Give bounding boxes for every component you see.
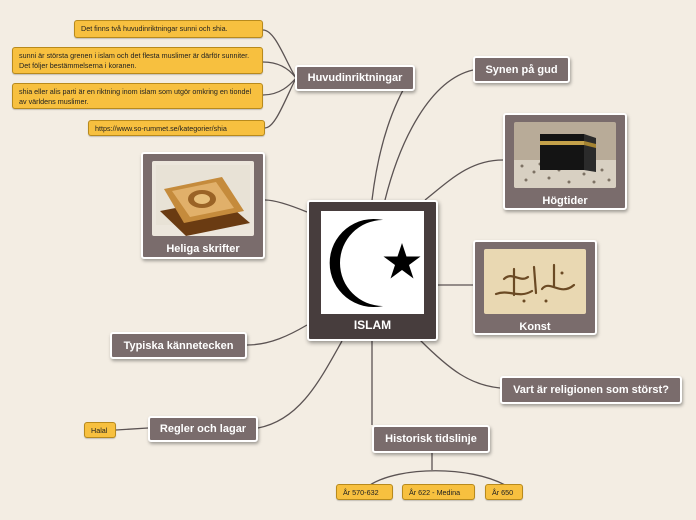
kaaba-image (514, 122, 616, 188)
heliga-label: Heliga skrifter (166, 243, 239, 255)
calligraphy-image (484, 249, 586, 314)
branch-regler-och-lagar[interactable]: Regler och lagar (148, 416, 258, 442)
timeline-item: År 622 - Medina (402, 484, 475, 500)
note-so-rummet-link[interactable]: https://www.so-rummet.se/kategorier/shia (88, 120, 265, 136)
center-title: ISLAM (309, 318, 436, 332)
crescent-star-icon (321, 211, 424, 314)
note-shia: shia eller alis parti är en riktning ino… (12, 83, 263, 109)
timeline-item: År 650 (485, 484, 523, 500)
branch-konst[interactable]: Konst (473, 240, 597, 335)
konst-label: Konst (519, 321, 550, 333)
branch-heliga-skrifter[interactable]: Heliga skrifter (141, 152, 265, 259)
timeline-item: År 570-632 (336, 484, 393, 500)
note-sunni: sunni är största grenen i islam och det … (12, 47, 263, 74)
branch-typiska-kannetecken[interactable]: Typiska kännetecken (110, 332, 247, 359)
branch-synen-pa-gud[interactable]: Synen på gud (473, 56, 570, 83)
branch-vart-ar-religionen[interactable]: Vart är religionen som störst? (500, 376, 682, 404)
branch-huvudinriktningar[interactable]: Huvudinriktningar (295, 65, 415, 91)
branch-historisk-tidslinje[interactable]: Historisk tidslinje (372, 425, 490, 453)
note-tva-huvudinriktningar: Det finns två huvudinriktningar sunni oc… (74, 20, 263, 38)
note-halal: Halal (84, 422, 116, 438)
center-node-islam[interactable]: ISLAM (307, 200, 438, 341)
branch-hogtider[interactable]: Högtider (503, 113, 627, 210)
quran-image (152, 161, 254, 236)
hogtider-label: Högtider (542, 195, 587, 207)
